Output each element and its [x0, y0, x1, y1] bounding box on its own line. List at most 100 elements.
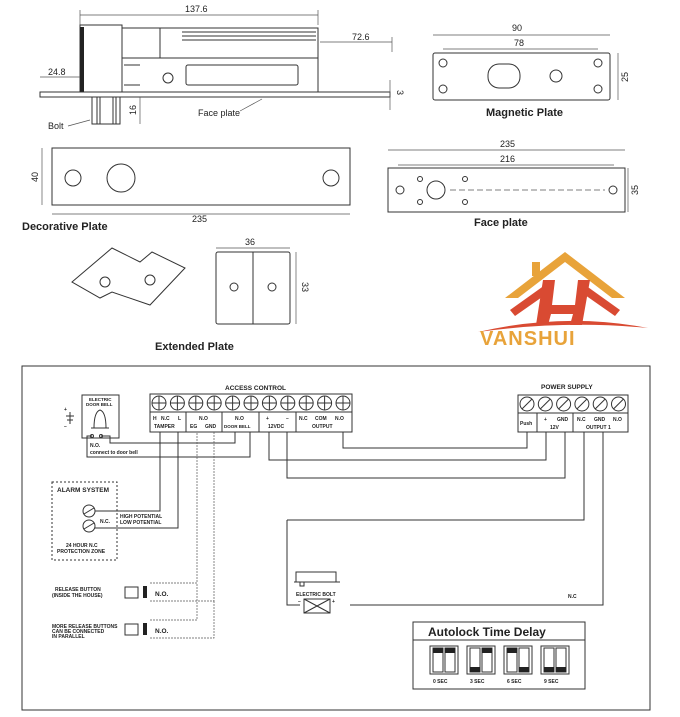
face-width-dim: 235 [500, 139, 515, 149]
alarm-nc: N.C. [100, 519, 111, 525]
mag-width-dim: 90 [512, 23, 522, 33]
ps-no: N.O [613, 417, 622, 423]
group-tamper: TAMPER [154, 424, 175, 430]
deco-width-dim: 235 [192, 214, 207, 224]
access-control-title: ACCESS CONTROL [225, 385, 286, 392]
term-l: L [178, 416, 181, 422]
button-icon [124, 623, 139, 636]
alarm-zone2: PROTECTION ZONE [57, 549, 106, 555]
group-doorbell: DOOR BELL [224, 424, 251, 429]
thickness-dim: 3 [395, 90, 405, 95]
doorbell-plus: + [64, 407, 67, 413]
screw-terminal-icon [519, 396, 535, 412]
extended-plate-title: Extended Plate [155, 341, 234, 353]
bolt-height-dim: 16 [128, 105, 138, 115]
bolt-label: ELECTRIC BOLT [296, 592, 336, 598]
alarm-system: ALARM SYSTEM N.C. HIGH POTENTIAL LOW POT… [51, 432, 179, 561]
ps-nc: N.C [577, 417, 586, 423]
term-out-nc: N.C [299, 416, 308, 422]
vanshui-logo: VANSHUI [478, 252, 648, 350]
doorbell-minus: − [64, 424, 67, 430]
magnetic-plate: 90 78 25 Magnetic Plate [432, 23, 630, 119]
access-control-block: ACCESS CONTROL H N.C L N.O N.O + − N.C C… [149, 385, 353, 433]
face-plate-title: Face plate [474, 217, 528, 229]
alarm-title: ALARM SYSTEM [57, 487, 109, 494]
mag-height-dim: 25 [620, 72, 630, 82]
group-12vdc: 12VDC [268, 424, 285, 430]
power-supply-title: POWER SUPPLY [541, 384, 593, 391]
release2-no: N.O. [155, 628, 169, 635]
nc-label: N.C [568, 594, 577, 600]
release1-line1: RELEASE BUTTON [55, 587, 101, 593]
button-icon [124, 586, 139, 599]
magnetic-plate-title: Magnetic Plate [486, 107, 563, 119]
doorbell-title1: ELECTRIC [89, 397, 112, 402]
alarm-high: HIGH POTENTIAL [120, 514, 162, 520]
electric-bolt: ELECTRIC BOLT − + [294, 571, 340, 614]
mag-hole-dim: 78 [514, 38, 524, 48]
release2-line3: IN PARALLEL [52, 634, 85, 640]
lock-side-view: 137.6 16 24.8 72.6 3 Face plate Bolt [39, 4, 405, 131]
term-nc: N.C [161, 416, 170, 422]
face-plate: 235 216 35 Face plate [387, 139, 640, 229]
term-no-eg: N.O [199, 416, 208, 422]
dip-switch-setting: 3 SEC [466, 645, 496, 685]
ps-gnd: GND [557, 417, 569, 423]
dip-label: 6 SEC [507, 679, 522, 685]
ps-output1: OUTPUT 1 [586, 425, 611, 431]
doorbell-no: N.O. [90, 443, 101, 449]
term-no-bell: N.O [235, 416, 244, 422]
decorative-plate: 40 235 Decorative Plate [22, 147, 351, 233]
screw-terminal-icon [574, 396, 590, 412]
dip-label: 3 SEC [470, 679, 485, 685]
ps-12v: 12V [550, 425, 560, 431]
extended-plate: 36 33 Extended Plate [71, 237, 310, 353]
alarm-low: LOW POTENTIAL [120, 520, 161, 526]
bell-icon [93, 409, 107, 429]
screw-terminal-icon [556, 396, 572, 412]
term-out-com: COM [315, 416, 327, 422]
group-eg: EG [190, 424, 197, 430]
screw-terminal-icon [592, 396, 608, 412]
autolock-time-delay: Autolock Time Delay 0 SEC 3 SEC 6 SEC 9 SEC [412, 621, 586, 690]
term-minus: − [286, 416, 289, 422]
face-height-dim: 35 [630, 185, 640, 195]
power-supply-block: POWER SUPPLY Push + GND 12V N.C GND N.O … [517, 384, 629, 433]
face-hole-dim: 216 [500, 154, 515, 164]
release2-line1: MORE RELEASE BUTTONS [52, 624, 118, 630]
logo-text: VANSHUI [480, 328, 576, 350]
bolt-plus: + [332, 599, 335, 605]
doorbell-title2: DOOR BELL [86, 402, 113, 407]
dip-label: 9 SEC [544, 679, 559, 685]
term-out-no: N.O [335, 416, 344, 422]
ext-height-dim: 33 [300, 282, 310, 292]
dip-switch-setting: 9 SEC [540, 645, 570, 685]
term-h: H [153, 416, 157, 422]
alarm-zone1: 24 HOUR N.C [66, 543, 98, 549]
group-gnd: GND [205, 424, 217, 430]
group-output: OUTPUT [312, 424, 333, 430]
door-bell: ELECTRIC DOOR BELL + − N.O. connect to d… [64, 394, 251, 458]
ext-width-dim: 36 [245, 237, 255, 247]
screw-terminal-icon [537, 396, 553, 412]
bolt-minus: − [298, 599, 301, 605]
release-buttons: RELEASE BUTTON (INSIDE THE HOUSE) N.O. M… [52, 432, 215, 640]
dip-switch-setting: 0 SEC [429, 645, 459, 685]
screw-terminal-icon [611, 396, 626, 412]
wires: N.C [268, 432, 604, 606]
release1-line2: (INSIDE THE HOUSE) [52, 593, 103, 599]
overhang-dim: 72.6 [352, 32, 370, 42]
deco-height-dim: 40 [30, 172, 40, 182]
release2-line2: CAN BE CONNECTED [52, 629, 105, 635]
ps-gnd2: GND [594, 417, 606, 423]
autolock-title: Autolock Time Delay [428, 625, 546, 639]
term-plus: + [266, 416, 269, 422]
dip-switch-setting: 6 SEC [503, 645, 533, 685]
decorative-plate-title: Decorative Plate [22, 221, 108, 233]
offset-dim: 24.8 [48, 67, 66, 77]
doorbell-connect: connect to door bell [90, 450, 138, 456]
dip-label: 0 SEC [433, 679, 448, 685]
coil-icon [303, 598, 331, 614]
bolt-label: Bolt [48, 121, 64, 131]
